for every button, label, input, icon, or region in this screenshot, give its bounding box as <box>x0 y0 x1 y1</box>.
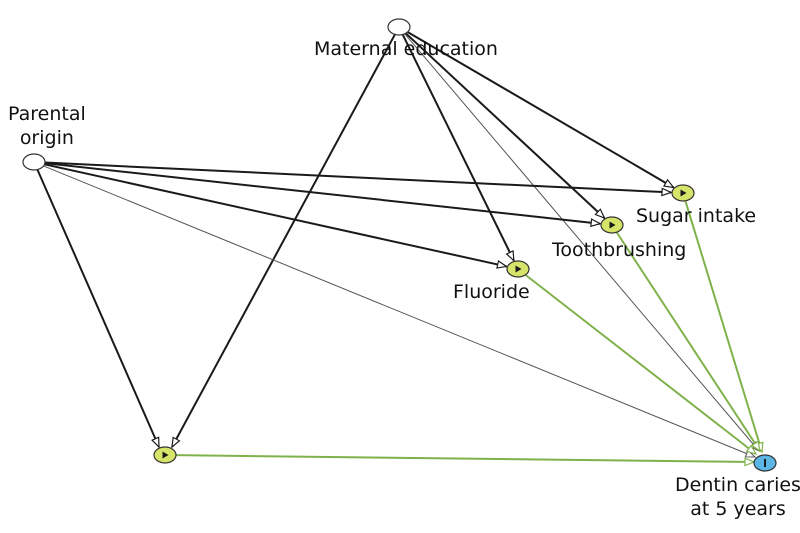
edge-maternal-to-sugar <box>407 31 674 189</box>
edge-maternal-to-tooth <box>405 32 605 218</box>
edge-unlabeled-to-dentin <box>175 454 754 462</box>
exposure-triangle-icon <box>162 451 169 459</box>
exposure-triangle-icon <box>515 265 522 273</box>
node-label-fluoride: Fluoride <box>453 281 530 303</box>
node-dentin <box>753 454 777 472</box>
node-label-parental-origin: Parental origin <box>8 102 86 150</box>
edge-fluoride-to-dentin <box>524 274 756 454</box>
node-label-maternal-education: Maternal education <box>314 38 498 60</box>
node-ellipse-maternal <box>387 18 411 36</box>
edge-maternal-to-dentin <box>404 33 759 451</box>
node-label-parental-origin-line1: Parental <box>8 103 86 125</box>
edge-parental-to-tooth <box>44 162 600 224</box>
edge-parental-to-sugar <box>44 161 671 193</box>
edge-tooth-to-dentin <box>615 231 760 451</box>
node-label-toothbrushing: Toothbrushing <box>552 239 687 261</box>
node-label-dentin-caries-line1: Dentin caries <box>675 474 800 496</box>
node-ellipse-parental <box>22 153 46 171</box>
node-unlabeled <box>153 446 177 464</box>
exposure-triangle-icon <box>680 189 687 197</box>
edge-parental-to-unlabeled <box>36 169 160 447</box>
edge-parental-to-dentin <box>43 165 755 457</box>
node-label-parental-origin-line2: origin <box>19 127 74 149</box>
edge-maternal-to-unlabeled <box>171 33 396 447</box>
node-label-dentin-caries-line2: at 5 years <box>690 498 786 520</box>
node-label-sugar-intake: Sugar intake <box>636 205 757 227</box>
edge-parental-to-fluoride <box>44 163 507 266</box>
node-fluoride <box>506 260 530 278</box>
edge-sugar-to-dentin <box>684 200 762 452</box>
edges-layer <box>36 31 762 462</box>
node-maternal <box>387 18 411 36</box>
outcome-bar-icon <box>764 459 766 467</box>
node-parental <box>22 153 46 171</box>
edge-maternal-to-fluoride <box>401 34 515 261</box>
exposure-triangle-icon <box>609 221 616 229</box>
node-label-dentin-caries: Dentin caries at 5 years <box>675 473 800 521</box>
node-tooth <box>600 216 624 234</box>
nodes-layer <box>22 18 777 472</box>
node-sugar <box>671 184 695 202</box>
